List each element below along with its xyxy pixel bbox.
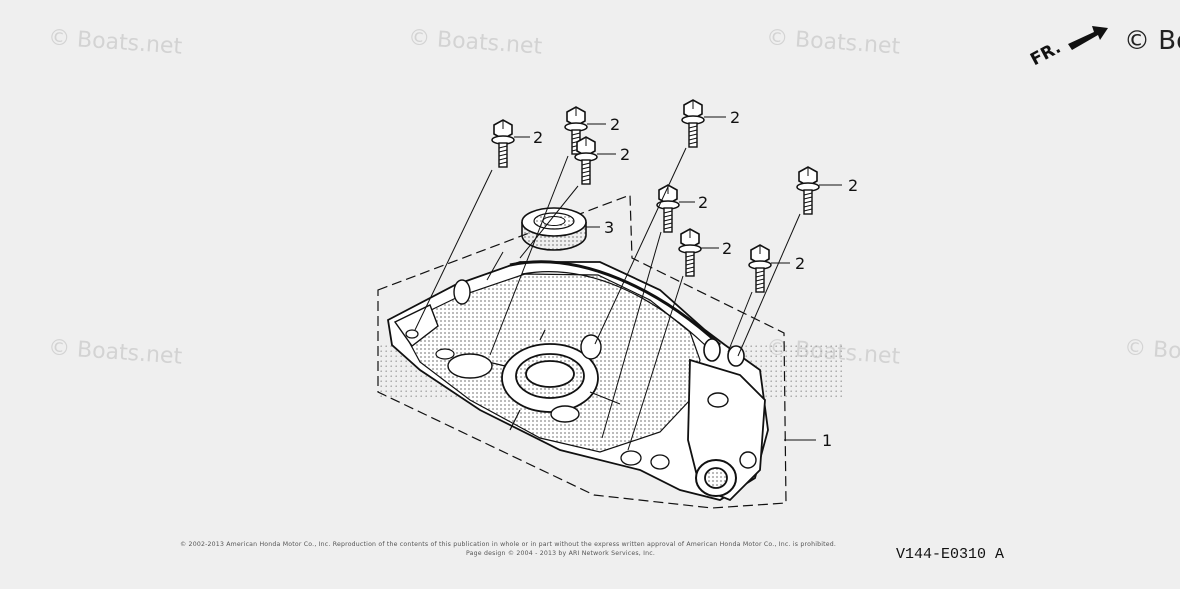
callout-leaders xyxy=(514,116,842,441)
callout-bolt: 2 xyxy=(848,176,858,195)
bolt-part xyxy=(574,136,598,185)
front-direction-arrow-icon xyxy=(1068,26,1108,50)
callout-bolt: 2 xyxy=(795,254,805,273)
diagram-code: V144-E0310 A xyxy=(896,546,1005,563)
case-cover xyxy=(387,260,769,502)
callout-bolt: 2 xyxy=(698,193,708,212)
callout-oil-seal: 3 xyxy=(604,218,614,237)
callout-case-cover: 1 xyxy=(822,431,832,450)
leader-lines xyxy=(414,147,801,451)
callout-bolt: 2 xyxy=(620,145,630,164)
bolt-part xyxy=(678,228,702,277)
brand-corner-text: © Bo xyxy=(1124,26,1180,56)
copyright-line: © 2002-2013 American Honda Motor Co., In… xyxy=(180,541,837,548)
assembly-outline xyxy=(377,194,787,509)
callout-bolt: 2 xyxy=(722,239,732,258)
callout-bolt: 2 xyxy=(730,108,740,127)
callout-bolt: 2 xyxy=(533,128,543,147)
callout-bolt: 2 xyxy=(610,115,620,134)
bolt-part xyxy=(748,244,772,293)
bolt-part xyxy=(491,119,515,168)
bolt-part xyxy=(681,99,705,148)
bolt-part xyxy=(656,184,680,233)
copyright-line: Page design © 2004 - 2013 by ARI Network… xyxy=(466,550,656,557)
bolt-part xyxy=(796,166,820,215)
copyright-notice: © 2002-2013 American Honda Motor Co., In… xyxy=(180,540,1010,558)
oil-seal xyxy=(521,207,587,251)
